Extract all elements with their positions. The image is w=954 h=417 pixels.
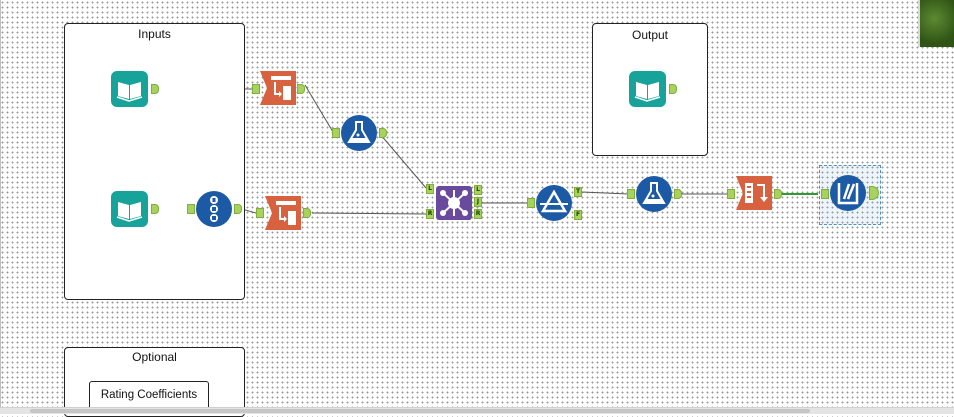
book-icon [111, 191, 148, 227]
sort-tool[interactable] [735, 175, 773, 211]
canvas-left-border [0, 0, 1, 413]
join-icon [436, 186, 472, 220]
container-title-inputs: Inputs [138, 27, 171, 41]
formula-icon [341, 115, 377, 151]
select-icon [265, 196, 301, 230]
record-id-tool[interactable] [195, 190, 233, 228]
input-anchor[interactable] [332, 128, 340, 138]
browse-tool[interactable] [829, 174, 867, 212]
book-icon [111, 71, 148, 107]
select-icon [260, 71, 296, 105]
output-anchor[interactable] [151, 204, 159, 214]
output-anchor[interactable] [774, 189, 782, 199]
container-title-output: Output [631, 28, 669, 42]
filter-false-anchor[interactable]: F [574, 210, 582, 220]
container-optional[interactable]: Optional Rating Coefficients [64, 347, 245, 417]
output-data-tool[interactable] [628, 70, 668, 108]
output-anchor[interactable] [674, 189, 682, 199]
input-anchor[interactable] [187, 204, 195, 214]
sort-icon [736, 176, 772, 210]
input-anchor[interactable] [821, 189, 829, 199]
join-right-input-anchor[interactable]: R [426, 209, 434, 219]
join-left-output-anchor[interactable]: L [474, 185, 482, 195]
container-inputs[interactable]: Inputs [64, 23, 245, 300]
join-tool[interactable] [435, 185, 473, 221]
join-left-input-anchor[interactable]: L [426, 184, 434, 194]
input-anchor[interactable] [627, 189, 635, 199]
input-anchor[interactable] [252, 84, 260, 94]
select-tool-1[interactable] [259, 70, 297, 106]
input-anchor[interactable] [256, 208, 264, 218]
filter-tool[interactable] [535, 184, 573, 222]
wire-select1-formula1 [304, 84, 334, 133]
output-anchor[interactable] [151, 84, 159, 94]
wire-formula1-join [379, 133, 427, 189]
input-anchor[interactable] [727, 189, 735, 199]
output-anchor[interactable] [869, 186, 879, 200]
horizontal-scrollbar-thumb[interactable] [30, 409, 810, 413]
output-anchor[interactable] [303, 208, 311, 218]
select-tool-2[interactable] [264, 195, 302, 231]
filter-icon [536, 185, 572, 221]
browse-icon [830, 175, 866, 211]
wire-select2-join [311, 212, 427, 215]
output-anchor[interactable] [297, 84, 305, 94]
formula-tool-2[interactable] [635, 175, 673, 213]
output-anchor[interactable] [234, 204, 242, 214]
wire-filter-formula2 [581, 191, 629, 195]
join-right-output-anchor[interactable]: R [474, 209, 482, 219]
join-join-output-anchor[interactable]: J [474, 197, 482, 207]
container-title-optional: Optional [132, 350, 177, 364]
record-id-icon [196, 191, 232, 227]
output-anchor[interactable] [669, 84, 677, 94]
overview-thumbnail[interactable] [918, 0, 954, 47]
formula-tool-1[interactable] [340, 114, 378, 152]
filter-true-anchor[interactable]: T [574, 187, 582, 197]
book-icon [629, 71, 666, 107]
input-data-tool-1[interactable] [110, 70, 150, 108]
input-data-tool-2[interactable] [110, 190, 150, 228]
formula-icon [636, 176, 672, 212]
output-anchor[interactable] [379, 128, 387, 138]
input-anchor[interactable] [527, 198, 535, 208]
